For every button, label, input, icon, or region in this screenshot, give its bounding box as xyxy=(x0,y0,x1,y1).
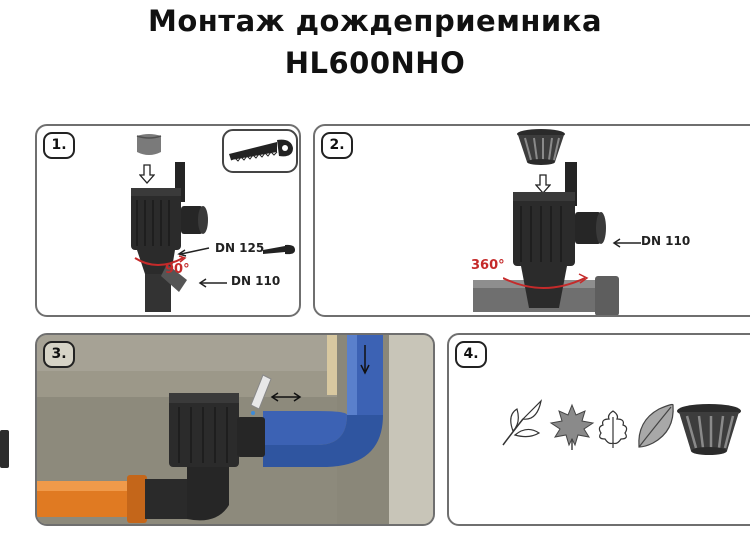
oak-leaf-icon xyxy=(598,410,628,448)
step-1-panel: 1. 90° DN xyxy=(35,124,301,317)
leaf-icon xyxy=(502,399,542,446)
pointer-arrow xyxy=(198,278,227,288)
step-1-number: 1. xyxy=(43,132,75,159)
step-4-panel: 4. xyxy=(447,333,750,526)
rotation-label: 360° xyxy=(471,258,505,273)
adjacent-panel-fragment xyxy=(0,430,9,468)
angle-label: 90° xyxy=(165,262,190,277)
step-2-number: 2. xyxy=(321,132,353,159)
step-3-panel: 3. xyxy=(35,333,435,526)
dn110-label: DN 110 xyxy=(231,274,281,288)
dn125-label: DN 125 xyxy=(215,241,265,255)
cover-icon xyxy=(136,134,162,155)
saw-icon xyxy=(263,244,295,255)
down-arrow-icon xyxy=(139,164,155,184)
installation-scene xyxy=(37,335,433,524)
maple-leaf-icon xyxy=(549,403,595,450)
basket-icon xyxy=(677,404,741,455)
basket-icon xyxy=(517,129,565,165)
rain-gully-body xyxy=(131,162,208,312)
pointer-arrow xyxy=(177,247,210,257)
step-4-number: 4. xyxy=(455,341,487,368)
down-arrow-icon xyxy=(535,174,551,194)
page-title: Монтаж дождеприемника xyxy=(147,4,603,38)
dn110-label: DN 110 xyxy=(641,234,691,248)
pointer-arrow xyxy=(612,238,641,248)
leaf-icon xyxy=(638,403,674,448)
step-2-panel: 2. 360° DN 110 xyxy=(313,124,750,317)
rain-gully-body xyxy=(503,162,606,308)
step-3-number: 3. xyxy=(43,341,75,368)
product-model: HL600NHO xyxy=(284,46,466,80)
saw-icon xyxy=(222,129,298,173)
